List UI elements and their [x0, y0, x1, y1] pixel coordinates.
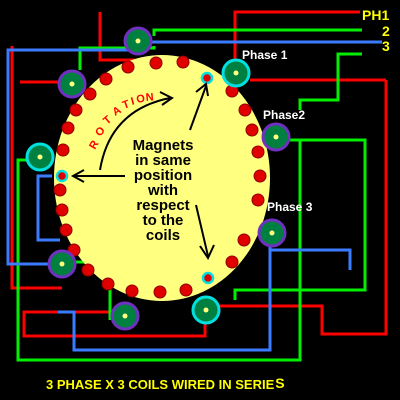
- svg-text:to the: to the: [143, 212, 184, 229]
- magnet: [245, 123, 259, 137]
- svg-text:T: T: [121, 98, 132, 112]
- svg-text:position: position: [134, 167, 192, 184]
- magnet: [53, 183, 67, 197]
- magnet: [83, 87, 97, 101]
- svg-text:with: with: [147, 182, 178, 199]
- phase3-label: Phase 3: [267, 200, 313, 214]
- svg-text:O: O: [135, 93, 146, 106]
- terminal-3-label: 3: [382, 38, 390, 54]
- wire-phase1-red: [10, 10, 388, 338]
- magnet: [121, 60, 135, 74]
- magnet: [61, 121, 75, 135]
- svg-text:coils: coils: [146, 227, 180, 244]
- magnet: [55, 203, 69, 217]
- magnet: [253, 169, 267, 183]
- magnet: [149, 56, 163, 70]
- reference-magnet-phase1: [200, 71, 214, 85]
- magnet: [251, 193, 265, 207]
- phase2-label: Phase2: [263, 108, 305, 122]
- magnet: [101, 277, 115, 291]
- terminal-2-label: 2: [382, 23, 390, 39]
- magnet: [153, 285, 167, 299]
- rotation-arrow-curved: [99, 91, 174, 171]
- magnet: [251, 145, 265, 159]
- pointer-arrow-lower: [195, 204, 215, 261]
- magnet: [237, 233, 251, 247]
- magnet-ring: [53, 55, 267, 299]
- magnet: [225, 255, 239, 269]
- caption: 3 PHASE X 3 COILS WIRED IN SERIES: [46, 375, 285, 392]
- svg-text:respect: respect: [136, 197, 189, 214]
- reference-magnets: [55, 71, 215, 285]
- magnet: [59, 223, 73, 237]
- rotor-disc: [54, 55, 270, 301]
- magnet: [238, 103, 252, 117]
- coil-3: [221, 58, 251, 88]
- center-text: Magnets in same position with respect to…: [133, 137, 194, 244]
- pointer-arrow-upper: [189, 82, 209, 131]
- reference-magnet-phase2: [55, 169, 69, 183]
- magnet: [179, 283, 193, 297]
- magnet: [69, 103, 83, 117]
- svg-text:I: I: [130, 96, 136, 108]
- svg-text:in same: in same: [135, 152, 191, 169]
- coil-1: [123, 26, 153, 56]
- magnet: [81, 263, 95, 277]
- svg-text:Magnets: Magnets: [133, 137, 194, 154]
- terminal-ph1-label: PH1: [362, 7, 389, 23]
- magnet: [56, 143, 70, 157]
- wire-phase3-blue: [6, 40, 382, 352]
- coil-9: [191, 295, 221, 325]
- magnet: [125, 284, 139, 298]
- magnet: [99, 72, 113, 86]
- phase1-label: Phase 1: [242, 48, 288, 62]
- coil-6: [257, 218, 287, 248]
- wire-phase2-green: [16, 28, 367, 362]
- coil-8: [110, 301, 140, 331]
- coil-4: [261, 122, 291, 152]
- svg-text:N: N: [145, 91, 154, 104]
- coil-2: [57, 69, 87, 99]
- magnet: [176, 55, 190, 69]
- pointer-arrow-left: [70, 169, 125, 183]
- coil-7: [47, 249, 77, 279]
- reference-magnet-phase3: [201, 271, 215, 285]
- coil-5: [25, 142, 55, 172]
